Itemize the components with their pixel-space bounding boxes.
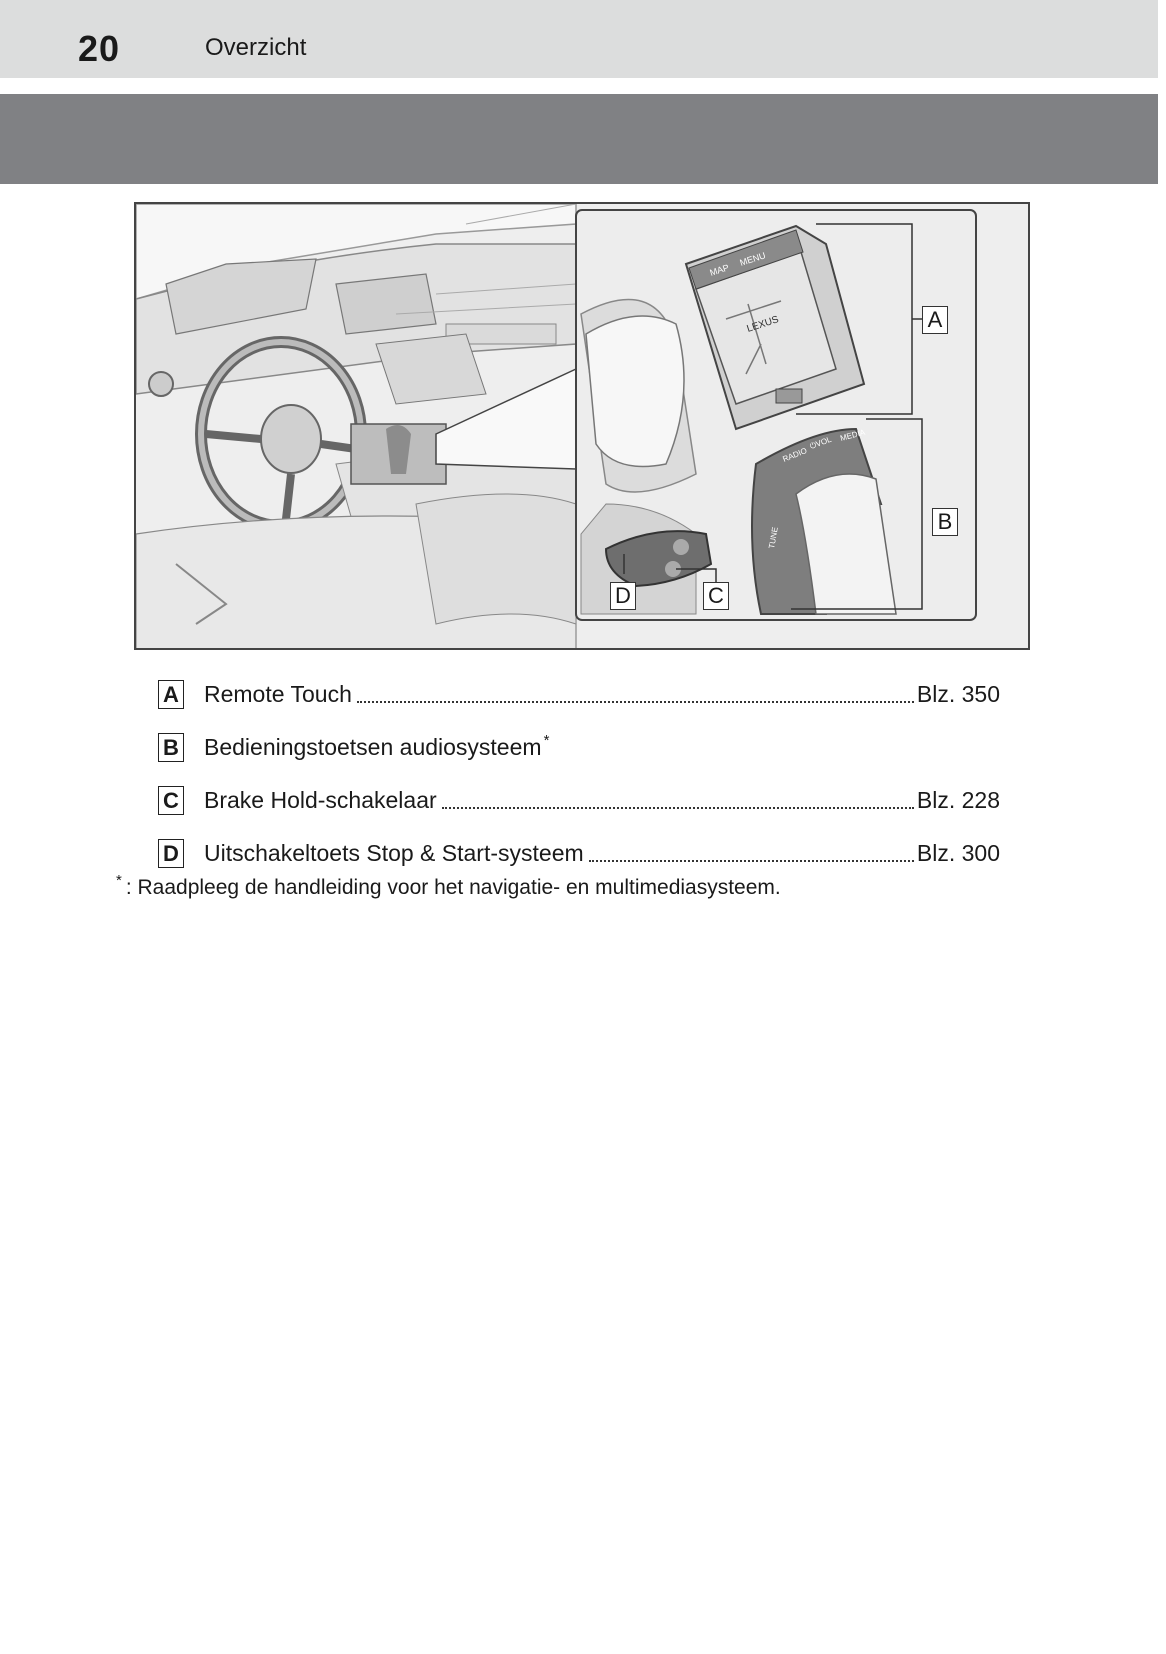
item-label: Uitschakeltoets Stop & Start-systeem xyxy=(204,840,584,866)
footnote-marker: * xyxy=(543,732,550,749)
tune-key-label: TUNE xyxy=(767,526,780,549)
footnote-star: * xyxy=(116,872,122,889)
item-label: Bedieningstoetsen audiosysteem* xyxy=(204,732,550,761)
header-divider xyxy=(0,78,1166,81)
callout-a: A xyxy=(922,306,948,334)
page-reference: Blz. 228 xyxy=(916,787,1000,813)
callout-b: B xyxy=(932,508,958,536)
leader-dots xyxy=(588,859,914,862)
page-number: 20 xyxy=(78,28,121,69)
item-label-text: Bedieningstoetsen audiosysteem xyxy=(204,734,542,760)
component-list: A Remote Touch Blz. 350 B Bedieningstoet… xyxy=(158,668,1000,880)
list-item: C Brake Hold-schakelaar Blz. 228 xyxy=(158,774,1000,827)
item-key-b: B xyxy=(158,733,184,762)
item-key-d: D xyxy=(158,839,184,868)
item-label: Brake Hold-schakelaar xyxy=(204,787,437,813)
interior-illustration: MAP MENU LEXUS RADIO ⏻VOL MEDIA TUNE A B… xyxy=(134,202,1030,650)
page-reference: Blz. 350 xyxy=(916,681,1000,707)
section-band xyxy=(0,94,1166,184)
leader-dots xyxy=(356,700,914,703)
list-item: B Bedieningstoetsen audiosysteem* xyxy=(158,721,1000,774)
footnote: *: Raadpleeg de handleiding voor het nav… xyxy=(116,872,781,900)
callout-d: D xyxy=(610,582,636,610)
footnote-text: : Raadpleeg de handleiding voor het navi… xyxy=(125,876,781,899)
leader-dots xyxy=(441,806,914,809)
item-key-c: C xyxy=(158,786,184,815)
header-bar xyxy=(0,0,1166,78)
page-reference: Blz. 300 xyxy=(916,840,1000,866)
item-label: Remote Touch xyxy=(204,681,352,707)
list-item: D Uitschakeltoets Stop & Start-systeem B… xyxy=(158,827,1000,880)
callout-c: C xyxy=(703,582,729,610)
item-key-a: A xyxy=(158,680,184,709)
header-edge xyxy=(1158,0,1166,184)
list-item: A Remote Touch Blz. 350 xyxy=(158,668,1000,721)
dashboard-drawing: MAP MENU LEXUS RADIO ⏻VOL MEDIA TUNE xyxy=(136,204,1028,648)
section-title: Overzicht xyxy=(205,34,307,61)
